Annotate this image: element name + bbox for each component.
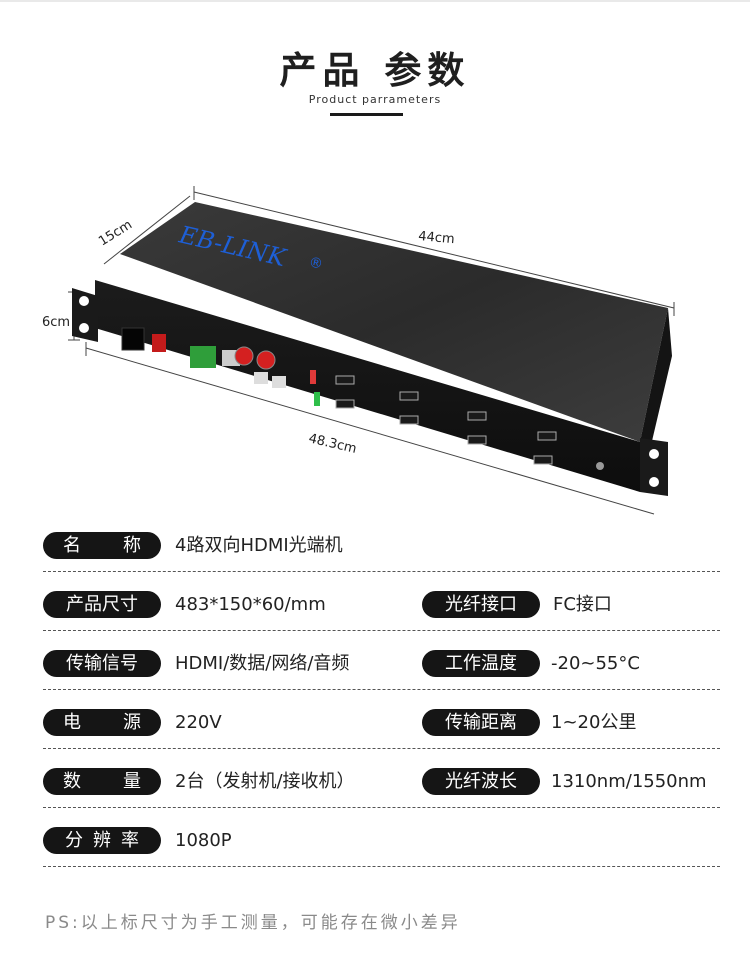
row-divider bbox=[43, 807, 720, 808]
spec-row-qty: 数 量 2台（发射机/接收机） 光纤波长 1310nm/1550nm bbox=[43, 768, 720, 808]
spec-label-wavelength: 光纤波长 bbox=[422, 768, 540, 795]
spec-label-name: 名 称 bbox=[43, 532, 161, 559]
usb-port-2 bbox=[272, 376, 286, 388]
spec-row-resolution: 分 辨 率 1080P bbox=[43, 827, 720, 867]
spec-value-signal: HDMI/数据/网络/音频 bbox=[175, 653, 350, 674]
product-drawing: EB-LINK ® 44cm 15cm 6cm 48.3cm bbox=[42, 186, 675, 515]
spec-row-name: 名 称 4路双向HDMI光端机 bbox=[43, 532, 720, 572]
spec-label-power: 电 源 bbox=[43, 709, 161, 736]
spec-label-size: 产品尺寸 bbox=[43, 591, 161, 618]
top-divider bbox=[0, 0, 750, 2]
terminal-block bbox=[190, 346, 216, 368]
registered-mark: ® bbox=[307, 254, 324, 273]
chassis-front bbox=[95, 280, 640, 492]
spec-row-size: 产品尺寸 483*150*60/mm 光纤接口 FC接口 bbox=[43, 591, 720, 631]
title-underline bbox=[330, 113, 403, 116]
spec-value-power: 220V bbox=[175, 712, 222, 733]
page-subtitle: Product parrameters bbox=[308, 93, 442, 106]
footer-note: PS:以上标尺寸为手工测量，可能存在微小差异 bbox=[45, 913, 461, 933]
row-divider bbox=[43, 748, 720, 749]
row-divider bbox=[43, 571, 720, 572]
spec-value-fiber-port: FC接口 bbox=[553, 594, 612, 615]
spec-label-qty: 数 量 bbox=[43, 768, 161, 795]
spec-value-temp: -20~55°C bbox=[551, 653, 640, 674]
rack-ear-right bbox=[640, 438, 668, 496]
spec-value-qty: 2台（发射机/接收机） bbox=[175, 771, 355, 792]
page-title: 产品 参数 bbox=[279, 49, 471, 92]
rack-ear-left bbox=[72, 288, 98, 342]
fiber-port-2 bbox=[256, 350, 276, 370]
spec-label-resolution: 分 辨 率 bbox=[43, 827, 161, 854]
chassis-top bbox=[120, 202, 668, 442]
spec-label-distance: 传输距离 bbox=[422, 709, 540, 736]
fiber-port-1 bbox=[234, 346, 254, 366]
hdmi-ports bbox=[335, 375, 557, 465]
usb-port-1 bbox=[254, 372, 268, 384]
spec-row-signal: 传输信号 HDMI/数据/网络/音频 工作温度 -20~55°C bbox=[43, 650, 720, 690]
spec-value-resolution: 1080P bbox=[175, 830, 232, 851]
spec-label-signal: 传输信号 bbox=[43, 650, 161, 677]
row-divider bbox=[43, 866, 720, 867]
row-divider bbox=[43, 689, 720, 690]
row-divider bbox=[43, 630, 720, 631]
spec-label-temp: 工作温度 bbox=[422, 650, 540, 677]
dim-height-label: 6cm bbox=[42, 315, 70, 330]
spec-value-wavelength: 1310nm/1550nm bbox=[551, 771, 707, 792]
spec-label-fiber-port: 光纤接口 bbox=[422, 591, 540, 618]
product-image: EB-LINK ® 44cm 15cm 6cm 48.3cm bbox=[40, 180, 720, 520]
power-socket bbox=[121, 327, 145, 351]
spec-value-name: 4路双向HDMI光端机 bbox=[175, 535, 343, 556]
spec-value-distance: 1~20公里 bbox=[551, 712, 637, 733]
dim-width-label: 44cm bbox=[418, 229, 456, 247]
power-switch bbox=[152, 334, 166, 352]
spec-value-size: 483*150*60/mm bbox=[175, 594, 326, 615]
dim-rack-label: 48.3cm bbox=[307, 431, 358, 457]
spec-row-power: 电 源 220V 传输距离 1~20公里 bbox=[43, 709, 720, 749]
